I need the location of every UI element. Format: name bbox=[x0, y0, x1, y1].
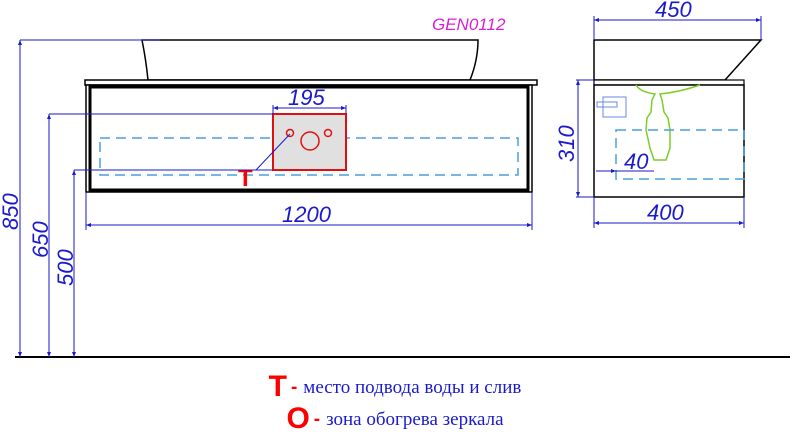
legend-separator: - bbox=[290, 377, 298, 398]
outlet-zone bbox=[272, 113, 347, 171]
outlet-hole-center bbox=[300, 131, 320, 151]
dim-top-depth: 450 bbox=[655, 0, 692, 22]
outlet-hole-right bbox=[323, 128, 333, 138]
legend-text-water: место подвода воды и слив bbox=[303, 377, 522, 398]
siphon bbox=[635, 84, 701, 161]
basin-outline bbox=[141, 39, 479, 81]
dim-width: 1200 bbox=[282, 202, 332, 227]
basin-side bbox=[593, 39, 763, 81]
front-view: Т 195 1200 850 650 500 bbox=[0, 39, 538, 357]
cabinet-inner-frame bbox=[88, 85, 530, 192]
dim-height-850: 850 bbox=[0, 193, 23, 230]
dim-zone-offset: 40 bbox=[624, 149, 649, 174]
outlet-hole-left bbox=[285, 128, 295, 138]
legend-mark-o: О bbox=[286, 402, 310, 435]
legend-item-heating: О-зона обогрева зеркала bbox=[0, 402, 790, 436]
legend-mark-t: Т bbox=[268, 370, 287, 403]
dim-outlet-width: 195 bbox=[288, 85, 325, 110]
dim-cabinet-depth: 400 bbox=[647, 200, 684, 225]
model-code: GEN0112 bbox=[432, 15, 506, 34]
dim-cabinet-height: 310 bbox=[554, 125, 579, 162]
legend-text-heating: зона обогрева зеркала bbox=[326, 409, 504, 430]
water-point-marker: Т bbox=[238, 165, 253, 192]
side-view: 450 400 310 40 bbox=[554, 0, 763, 228]
side-heating-zone bbox=[615, 129, 745, 180]
dim-height-650: 650 bbox=[28, 221, 53, 258]
legend-item-water: Т-место подвода воды и слив bbox=[0, 370, 790, 404]
dim-height-500: 500 bbox=[53, 249, 78, 286]
legend-separator: - bbox=[313, 409, 321, 430]
